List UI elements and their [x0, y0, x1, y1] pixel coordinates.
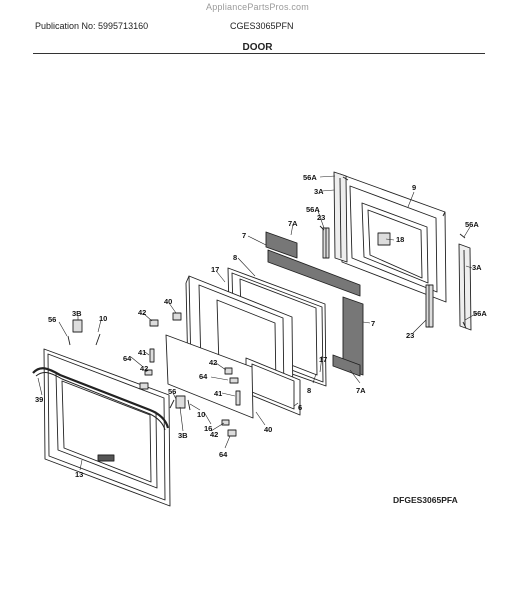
section-title: DOOR	[242, 42, 273, 53]
callout-label: 56A	[306, 205, 320, 214]
door-handle	[32, 367, 170, 431]
callout-label: 56A	[473, 309, 487, 318]
callout-label: 56A	[303, 173, 317, 182]
callout-label: 42	[138, 308, 146, 317]
callout-label: 3B	[72, 309, 82, 318]
callout-label: 8	[307, 386, 311, 395]
callout-label: 64	[219, 450, 228, 459]
model-number: CGES3065PFN	[230, 21, 294, 31]
callout-label: 42	[209, 358, 217, 367]
screws	[67, 176, 467, 411]
callout-label: 41	[214, 389, 222, 398]
callout-label: 3A	[472, 263, 482, 272]
callout-label: 42	[140, 364, 148, 373]
callout-label: 3A	[314, 187, 324, 196]
callout-label: 39	[35, 395, 43, 404]
callout-label: 9	[412, 183, 416, 192]
callout-label: 3B	[178, 431, 188, 440]
publication-number: Publication No: 5995713160	[35, 21, 149, 31]
hinge-channel-right	[458, 243, 472, 331]
callout-label: 7	[242, 231, 246, 240]
leader-lines	[37, 175, 478, 471]
callout-label: 16	[204, 424, 212, 433]
callout-label: 56A	[465, 220, 479, 229]
callout-label: 41	[138, 348, 146, 357]
callout-label: 10	[99, 314, 107, 323]
callout-label: 7A	[356, 386, 366, 395]
callout-label: 18	[396, 235, 404, 244]
glass-panel	[165, 334, 254, 419]
header-divider	[33, 53, 485, 54]
callout-label: 7	[371, 319, 375, 328]
diagram-code: DFGES3065PFA	[393, 495, 458, 505]
callout-labels: 56A 3A 9 56A 23 7A 18 56A 7 3A 8 17 56A …	[35, 173, 487, 479]
hardware-parts	[72, 312, 241, 437]
callout-label: 17	[211, 265, 219, 274]
hinge-channel-left	[333, 171, 348, 263]
callout-label: 23	[406, 331, 414, 340]
callout-label: 40	[264, 425, 272, 434]
hinge-arm-right	[425, 284, 434, 328]
callout-label: 17	[319, 355, 327, 364]
callout-label: 6	[298, 403, 302, 412]
callout-label: 7A	[288, 219, 298, 228]
callout-label: 64	[199, 372, 208, 381]
callout-label: 10	[197, 410, 205, 419]
callout-label: 23	[317, 213, 325, 222]
callout-label: 56	[168, 387, 176, 396]
callout-label: 8	[233, 253, 237, 262]
callout-label: 40	[164, 297, 172, 306]
callout-label: 13	[75, 470, 83, 479]
site-watermark: AppliancePartsPros.com	[206, 2, 309, 12]
door-insulation	[265, 231, 364, 377]
callout-label: 42	[210, 430, 218, 439]
hinge-arm-left	[322, 227, 330, 259]
outer-door-panel	[43, 348, 171, 507]
callout-label: 64	[123, 354, 132, 363]
callout-label: 56	[48, 315, 56, 324]
